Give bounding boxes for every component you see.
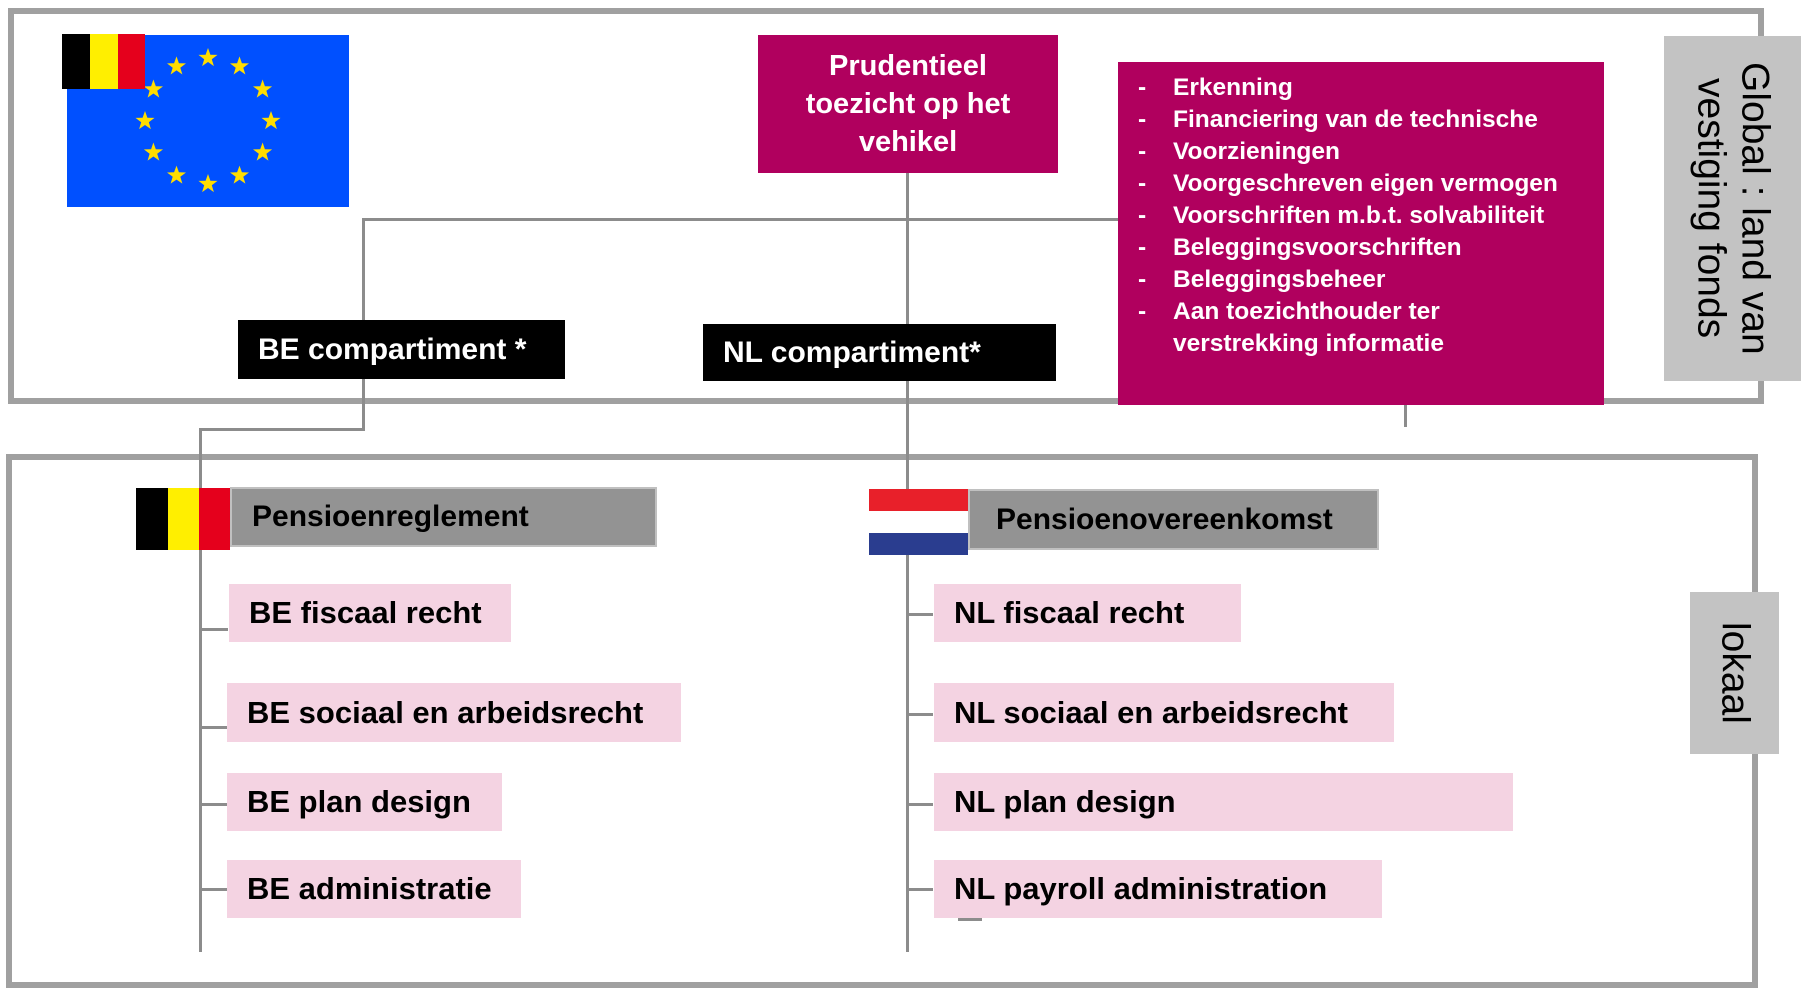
supervision-details-box: Erkenning Financiering van de technische…: [1118, 62, 1604, 405]
be-pension-header: Pensioenreglement: [230, 487, 657, 547]
eu-star-icon: [143, 142, 163, 161]
be-compartment-box: BE compartiment *: [238, 320, 565, 379]
connector-details-stub: [1404, 400, 1407, 427]
eu-star-icon: [167, 165, 186, 184]
global-side-label: Global : land van vestiging fonds: [1664, 36, 1801, 381]
eu-star-icon: [143, 79, 163, 98]
local-side-label: lokaal: [1690, 592, 1779, 754]
nl-tick: [909, 888, 933, 891]
be-tick: [202, 803, 228, 806]
be-tick: [202, 888, 228, 891]
eu-star-icon: [198, 48, 218, 67]
nl-compartment-box: NL compartiment*: [703, 324, 1056, 381]
detail-item: Beleggingsvoorschriften: [1118, 232, 1604, 264]
eu-star-icon: [198, 174, 218, 193]
nl-tick: [958, 918, 982, 921]
be-item: BE administratie: [227, 860, 521, 918]
belgium-flag-icon: [136, 488, 230, 550]
eu-star-icon: [230, 56, 249, 75]
local-label-text: lokaal: [1713, 622, 1757, 724]
nl-item: NL sociaal en arbeidsrecht: [934, 683, 1394, 742]
be-tick: [202, 628, 228, 631]
nl-item: NL payroll administration: [934, 860, 1382, 918]
be-item: BE fiscaal recht: [229, 584, 511, 642]
netherlands-flag-icon: [869, 489, 968, 555]
supervision-details-list: Erkenning Financiering van de technische…: [1118, 72, 1604, 360]
nl-tick: [909, 803, 933, 806]
supervision-title-line: Prudentieel: [829, 50, 987, 82]
detail-item: Voorgeschreven eigen vermogen: [1118, 168, 1604, 200]
belgium-flag-icon: [62, 34, 145, 89]
nl-tick: [909, 613, 933, 616]
be-item: BE sociaal en arbeidsrecht: [227, 683, 681, 742]
global-label-line: vestiging fonds: [1689, 78, 1733, 339]
eu-star-icon: [230, 165, 249, 184]
be-item: BE plan design: [227, 773, 502, 831]
supervision-title-line: vehikel: [858, 126, 958, 158]
prudential-supervision-box: Prudentieel toezicht op het vehikel: [758, 35, 1058, 173]
eu-star-icon: [261, 111, 281, 130]
nl-item: NL fiscaal recht: [934, 584, 1241, 642]
detail-item: Erkenning: [1118, 72, 1604, 104]
connector-be-horizontal: [202, 428, 365, 431]
nl-pension-header: Pensioenovereenkomst: [968, 489, 1379, 550]
global-label-line: Global : land van: [1733, 62, 1777, 355]
nl-item: NL plan design: [934, 773, 1513, 831]
detail-item: Voorschriften m.b.t. solvabiliteit: [1118, 200, 1604, 232]
eu-star-icon: [167, 56, 186, 75]
eu-star-icon: [135, 111, 155, 130]
detail-item: Financiering van de technische: [1118, 104, 1604, 136]
detail-item: Voorzieningen: [1118, 136, 1604, 168]
eu-star-icon: [253, 142, 273, 161]
connector-center-vertical: [906, 170, 909, 952]
detail-item: Beleggingsbeheer: [1118, 264, 1604, 296]
be-tick: [202, 726, 228, 729]
nl-tick: [909, 713, 933, 716]
connector-top-horizontal: [362, 218, 1118, 221]
supervision-title-line: toezicht op het: [805, 88, 1011, 120]
detail-item: Aan toezichthouder ter verstrekking info…: [1118, 296, 1604, 360]
eu-star-icon: [253, 79, 273, 98]
connector-be-vertical-lower: [199, 428, 202, 952]
